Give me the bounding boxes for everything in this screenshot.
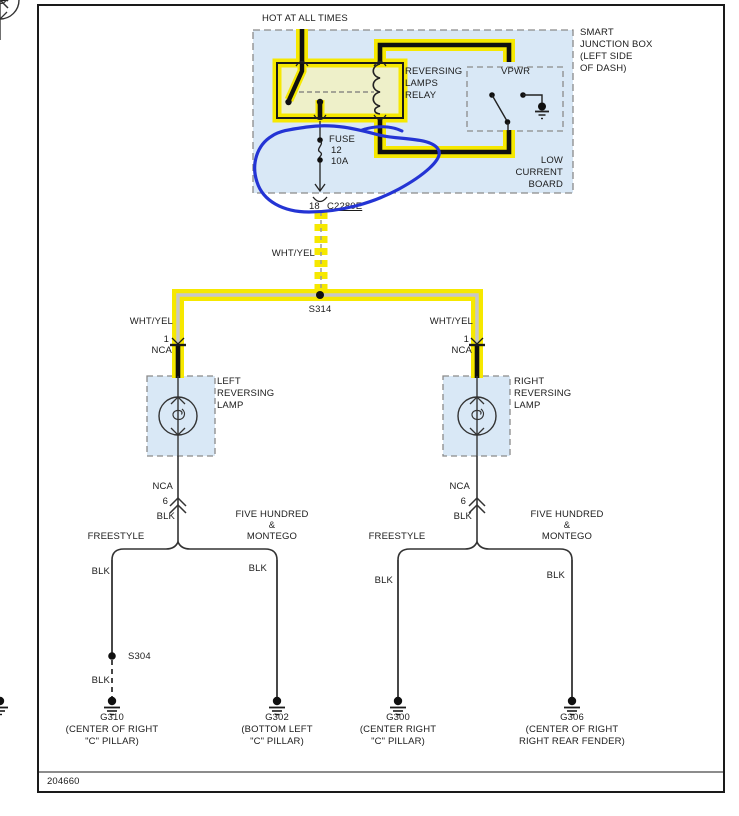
whtyel-bus-wire xyxy=(176,293,479,345)
relay-coil-symbol xyxy=(372,63,381,115)
relay-switch-symbol xyxy=(285,91,374,106)
vpwr-switch-symbol xyxy=(489,92,549,131)
branch-split-braces xyxy=(111,539,573,561)
splice-dot-s314 xyxy=(316,291,324,299)
ground-symbol xyxy=(0,696,8,716)
left-lamp-box xyxy=(146,375,216,457)
vpwr-box-outline xyxy=(466,66,564,132)
relay-box-outline xyxy=(276,62,404,119)
reversing-lamp-bulb-symbol xyxy=(0,0,20,40)
ground-branch-wires xyxy=(111,560,573,697)
splice-dot-s304 xyxy=(108,652,116,660)
relay-pin-arcs xyxy=(295,60,387,121)
lamp-ground-wires xyxy=(177,456,478,543)
inline-connector-pin6 xyxy=(0,0,9,9)
